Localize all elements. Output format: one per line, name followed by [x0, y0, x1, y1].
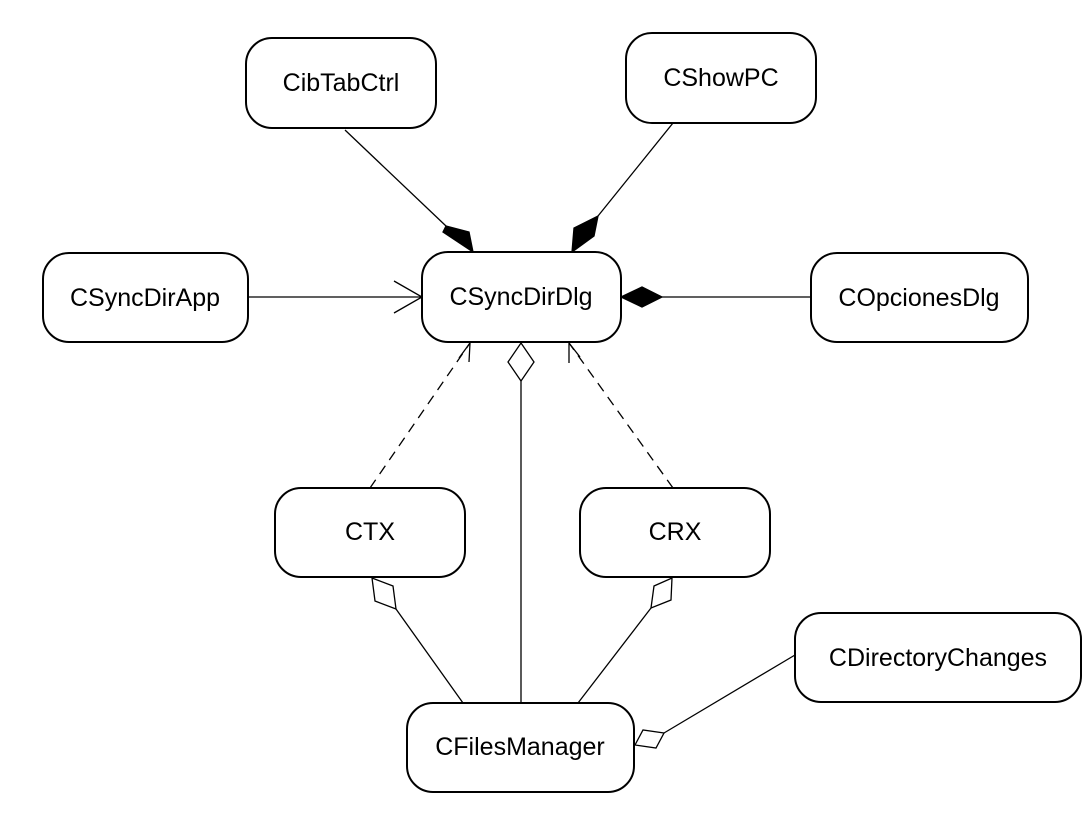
- edge-copcionesdlg-composition: [619, 286, 811, 308]
- class-label: CShowPC: [663, 64, 778, 92]
- class-label: CSyncDirApp: [70, 284, 220, 312]
- class-box-cshowpc: CShowPC: [625, 32, 817, 124]
- edge-cfilesmanager-aggregation-dlg: [507, 341, 535, 703]
- class-label: CDirectoryChanges: [829, 644, 1047, 672]
- filled-diamond-marker: [442, 225, 474, 254]
- class-label: CibTabCtrl: [283, 69, 400, 97]
- edge-cdirectorychanges-aggregation: [633, 654, 796, 749]
- class-box-csyncdirapp: CSyncDirApp: [42, 252, 249, 343]
- open-arrowhead: [568, 341, 581, 363]
- edge-cibtabctrl-composition: [344, 129, 474, 254]
- class-box-copcionesdlg: COpcionesDlg: [810, 252, 1029, 343]
- class-label: CFilesManager: [435, 733, 605, 761]
- hollow-diamond-marker: [507, 341, 535, 383]
- class-label: CTX: [345, 518, 395, 546]
- class-label: CSyncDirDlg: [449, 283, 592, 311]
- filled-diamond-marker: [619, 286, 664, 308]
- edge-crx-dependency: [568, 341, 674, 489]
- class-box-cfilesmanager: CFilesManager: [406, 702, 635, 793]
- class-box-ctx: CTX: [274, 487, 466, 578]
- class-label: COpcionesDlg: [838, 284, 999, 312]
- class-label: CRX: [649, 518, 702, 546]
- edge-csyncdirapp-association: [248, 280, 424, 314]
- open-arrowhead: [458, 340, 471, 363]
- class-box-crx: CRX: [579, 487, 771, 578]
- hollow-diamond-marker: [633, 729, 666, 749]
- class-box-csyncdirdlg: CSyncDirDlg: [421, 251, 622, 343]
- edge-cshowpc-composition: [571, 122, 674, 254]
- hollow-diamond-marker: [650, 576, 673, 610]
- class-box-cdirectorychanges: CDirectoryChanges: [794, 612, 1082, 703]
- edge-cfilesmanager-aggregation-crx: [577, 576, 673, 704]
- class-box-cibtabctrl: CibTabCtrl: [245, 37, 437, 129]
- connectors: [248, 122, 811, 749]
- edge-cfilesmanager-aggregation-ctx: [371, 577, 464, 704]
- edge-ctx-dependency: [369, 340, 471, 489]
- filled-diamond-marker: [571, 214, 599, 254]
- hollow-diamond-marker: [371, 577, 397, 610]
